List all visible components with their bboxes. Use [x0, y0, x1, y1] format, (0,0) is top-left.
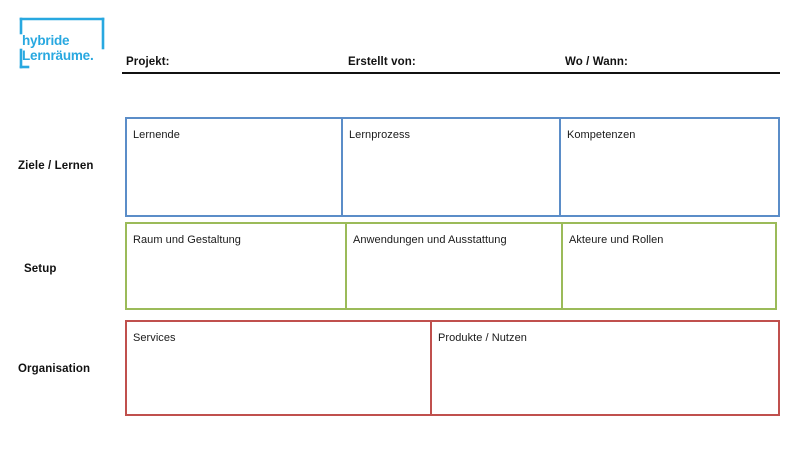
- header-field-wo-wann: Wo / Wann:: [565, 56, 628, 68]
- row-label-setup: Setup: [24, 263, 57, 275]
- row-label-ziele-lernen: Ziele / Lernen: [18, 160, 94, 172]
- canvas-cell-produkte-nutzen[interactable]: Produkte / Nutzen: [430, 322, 778, 414]
- canvas-cell-raum-und-gestaltung[interactable]: Raum und Gestaltung: [127, 224, 345, 308]
- logo-wordmark: hybride Lernräume.: [22, 33, 106, 63]
- logo-line-1: hybride: [22, 33, 70, 48]
- row-label-organisation: Organisation: [18, 363, 91, 375]
- header-divider-rule: [122, 72, 780, 74]
- canvas-cell-label: Services: [133, 332, 176, 344]
- canvas-cell-label: Akteure und Rollen: [569, 234, 664, 246]
- canvas-cell-label: Raum und Gestaltung: [133, 234, 241, 246]
- logo-bracket-frame: [19, 17, 105, 69]
- canvas-cell-label: Lernende: [133, 129, 180, 141]
- canvas-cell-anwendungen-und-ausstattung[interactable]: Anwendungen und Ausstattung: [345, 224, 561, 308]
- brand-logo: hybride Lernräume.: [18, 17, 106, 69]
- canvas-cell-label: Lernprozess: [349, 129, 411, 141]
- header-field-projekt: Projekt:: [126, 56, 170, 68]
- canvas-cell-label: Kompetenzen: [567, 129, 636, 141]
- canvas-cell-kompetenzen[interactable]: Kompetenzen: [559, 119, 778, 215]
- canvas-cell-lernprozess[interactable]: Lernprozess: [341, 119, 559, 215]
- logo-line-2: Lernräume.: [22, 48, 94, 63]
- canvas-row-setup: Raum und Gestaltung Anwendungen und Auss…: [125, 222, 777, 310]
- canvas-cell-services[interactable]: Services: [127, 322, 430, 414]
- canvas-cell-label: Produkte / Nutzen: [438, 332, 527, 344]
- canvas-cell-lernende[interactable]: Lernende: [127, 119, 341, 215]
- canvas-row-organisation: Services Produkte / Nutzen: [125, 320, 780, 416]
- canvas-cell-label: Anwendungen und Ausstattung: [353, 234, 507, 246]
- canvas-cell-akteure-und-rollen[interactable]: Akteure und Rollen: [561, 224, 775, 308]
- canvas-row-ziele-lernen: Lernende Lernprozess Kompetenzen: [125, 117, 780, 217]
- header-field-erstellt-von: Erstellt von:: [348, 56, 416, 68]
